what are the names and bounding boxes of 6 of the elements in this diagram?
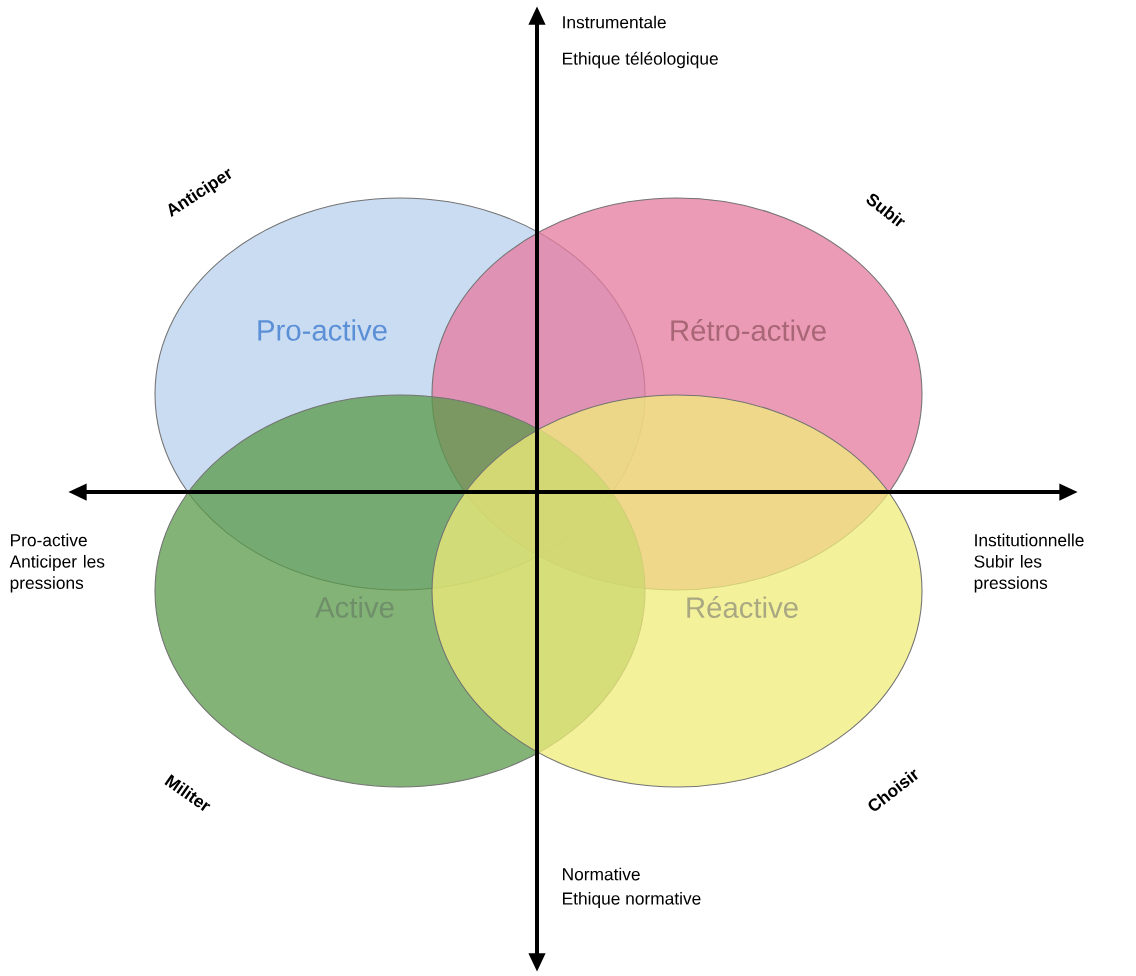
axis-label: Pro-active Anticiper les pressions — [9, 533, 105, 593]
axis-label: Instrumentale — [563, 15, 666, 29]
axis-label: Institutionnelle Subir les pressions — [974, 533, 1084, 593]
axis-label: Ethique normative — [563, 891, 701, 909]
axis-label: Ethique téléologique — [563, 51, 718, 69]
axis-label: Normative — [563, 867, 640, 881]
